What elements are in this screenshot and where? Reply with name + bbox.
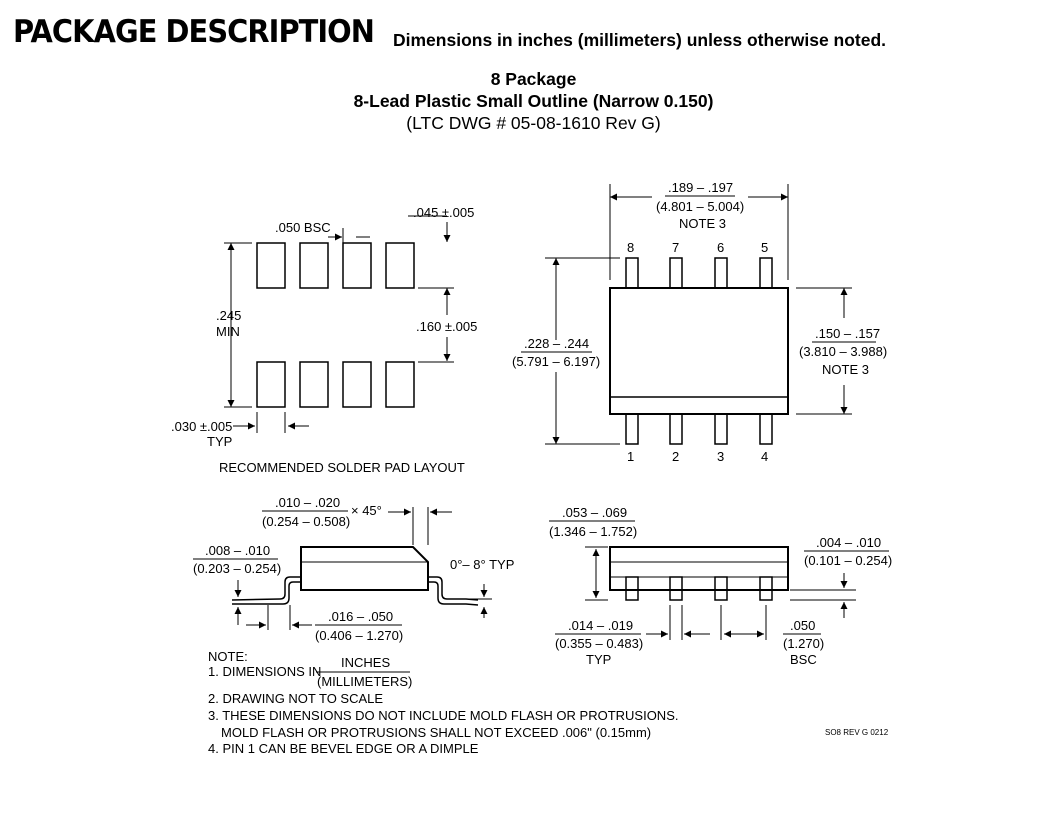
dim-body-length-mm: (4.801 – 5.004) <box>656 199 744 214</box>
dim-lead-span-mm: (5.791 – 6.197) <box>512 354 600 369</box>
lead <box>625 413 639 445</box>
solder-pad-layout <box>224 215 454 433</box>
dim-body-width-note: NOTE 3 <box>822 362 869 377</box>
note-3-continued: MOLD FLASH OR PROTRUSIONS SHALL NOT EXCE… <box>221 725 651 740</box>
page-subtitle: Dimensions in inches (millimeters) unles… <box>393 30 887 50</box>
dim-lead-pitch-mm: (1.270) <box>783 636 824 651</box>
dim-lead-span-in: .228 – .244 <box>524 336 589 351</box>
top-view-labels: .189 – .197 (4.801 – 5.004) NOTE 3 8 7 6… <box>512 180 887 464</box>
dim-pad-width-typ: TYP <box>207 434 232 449</box>
lead <box>714 257 728 289</box>
solder-pad <box>385 361 415 408</box>
note-1-numerator: INCHES <box>341 655 390 670</box>
dim-lead-pitch-bsc: BSC <box>790 652 817 667</box>
notes: NOTE: 1. DIMENSIONS IN INCHES (MILLIMETE… <box>208 649 678 756</box>
pin-number: 3 <box>717 449 724 464</box>
end-leads <box>625 576 773 601</box>
lead <box>759 576 773 601</box>
note-4: 4. PIN 1 CAN BE BEVEL EDGE OR A DIMPLE <box>208 741 479 756</box>
dim-standoff-mm: (0.101 – 0.254) <box>804 553 892 568</box>
leads-bottom <box>625 413 773 445</box>
dim-chamfer-angle: × 45° <box>351 503 382 518</box>
package-description: 8-Lead Plastic Small Outline (Narrow 0.1… <box>353 91 714 111</box>
solder-pad <box>256 361 286 408</box>
package-heading: 8 Package 8-Lead Plastic Small Outline (… <box>0 68 1055 134</box>
lead <box>759 413 773 445</box>
side-body <box>300 546 429 591</box>
end-body <box>609 546 789 591</box>
solder-pad <box>342 361 372 408</box>
note-1: 1. DIMENSIONS IN <box>208 664 321 679</box>
end-view-labels: .053 – .069 (1.346 – 1.752) .004 – .010 … <box>549 505 892 667</box>
lead <box>669 413 683 445</box>
gull-wing-lead-left <box>231 576 301 601</box>
lead <box>759 257 773 289</box>
lead <box>669 257 683 289</box>
dim-lead-width-in: .014 – .019 <box>568 618 633 633</box>
pin-number: 2 <box>672 449 679 464</box>
dim-body-width-mm: (3.810 – 3.988) <box>799 344 887 359</box>
dim-lead-angle: 0°– 8° TYP <box>450 557 514 572</box>
revision-code: SO8 REV G 0212 <box>825 728 889 737</box>
pin-number: 5 <box>761 240 768 255</box>
note-1-denominator: (MILLIMETERS) <box>317 674 412 689</box>
note-2: 2. DRAWING NOT TO SCALE <box>208 691 383 706</box>
dim-pad-width-tolerance: .045 ±.005 <box>413 205 474 220</box>
dim-pad-gap: .245 <box>216 308 241 323</box>
dim-pad-length: .160 ±.005 <box>416 319 477 334</box>
side-view-labels: .010 – .020 (0.254 – 0.508) × 45° .008 –… <box>193 495 514 643</box>
solder-pad <box>299 361 329 408</box>
solder-pad-caption: RECOMMENDED SOLDER PAD LAYOUT <box>219 460 465 475</box>
pin-number: 7 <box>672 240 679 255</box>
dim-chamfer-in: .010 – .020 <box>275 495 340 510</box>
note-3: 3. THESE DIMENSIONS DO NOT INCLUDE MOLD … <box>208 708 678 723</box>
dim-lead-width-typ: TYP <box>586 652 611 667</box>
lead <box>625 257 639 289</box>
leads-top <box>625 257 773 289</box>
solder-pad <box>342 242 372 289</box>
drawing-number: (LTC DWG # 05-08-1610 Rev G) <box>406 113 661 133</box>
dim-body-length-in: .189 – .197 <box>668 180 733 195</box>
dim-chamfer-mm: (0.254 – 0.508) <box>262 514 350 529</box>
dim-lead-thickness-in: .008 – .010 <box>205 543 270 558</box>
notes-heading: NOTE: <box>208 649 248 664</box>
end-view <box>585 546 856 640</box>
package-name: 8 Package <box>490 69 577 89</box>
dim-lead-pitch-in: .050 <box>790 618 815 633</box>
dim-lead-width-mm: (0.355 – 0.483) <box>555 636 643 651</box>
side-view <box>231 507 492 630</box>
lead <box>669 576 683 601</box>
pin-number: 1 <box>627 449 634 464</box>
gull-wing-lead-right <box>428 576 479 601</box>
solder-pad <box>385 242 415 289</box>
dim-pad-gap-min: MIN <box>216 324 240 339</box>
dim-foot-length-mm: (0.406 – 1.270) <box>315 628 403 643</box>
dim-pad-pitch: .050 BSC <box>275 220 331 235</box>
pin-number: 6 <box>717 240 724 255</box>
package-body <box>609 287 789 415</box>
lead <box>714 576 728 601</box>
pin-number: 8 <box>627 240 634 255</box>
dim-package-height-mm: (1.346 – 1.752) <box>549 524 637 539</box>
dim-standoff-in: .004 – .010 <box>816 535 881 550</box>
solder-pad <box>299 242 329 289</box>
dim-foot-length-in: .016 – .050 <box>328 609 393 624</box>
dim-body-width-in: .150 – .157 <box>815 326 880 341</box>
pads-top-row <box>256 242 415 289</box>
dim-pad-width: .030 ±.005 <box>171 419 232 434</box>
pin-number: 4 <box>761 449 768 464</box>
dim-lead-thickness-mm: (0.203 – 0.254) <box>193 561 281 576</box>
dim-package-height-in: .053 – .069 <box>562 505 627 520</box>
pads-bottom-row <box>256 361 415 408</box>
lead <box>714 413 728 445</box>
solder-pad-labels: .050 BSC .045 ±.005 .245 MIN .160 ±.005 … <box>171 205 477 475</box>
solder-pad <box>256 242 286 289</box>
page-title: PACKAGE DESCRIPTION <box>13 14 375 50</box>
top-view <box>545 184 852 445</box>
dim-body-length-note: NOTE 3 <box>679 216 726 231</box>
lead <box>625 576 639 601</box>
